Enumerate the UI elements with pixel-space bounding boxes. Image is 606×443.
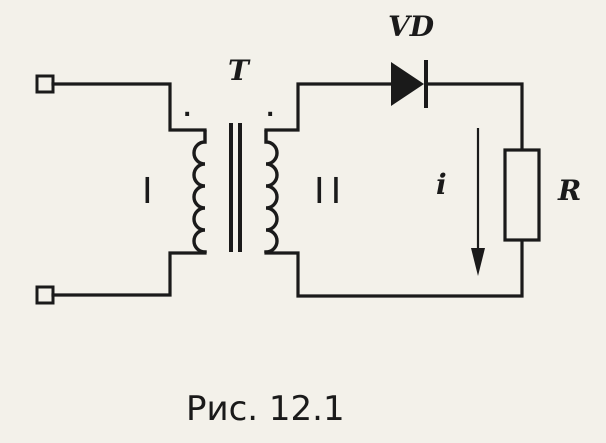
diode-triangle — [391, 62, 424, 106]
transformer-label: T — [228, 54, 251, 87]
resistor — [503, 148, 541, 242]
secondary-winding-label: II — [314, 171, 347, 212]
secondary-wire-top — [264, 82, 392, 132]
input-terminal-bottom — [35, 285, 55, 305]
diode-to-resistor-wire — [425, 82, 524, 152]
input-terminal-top — [35, 74, 55, 94]
resistor-return-wire — [264, 238, 524, 298]
current-arrow-head — [471, 248, 485, 276]
current-label: i — [436, 168, 447, 201]
primary-winding-label: I — [142, 171, 153, 212]
primary-wire-top — [51, 82, 207, 132]
diode-label: VD — [388, 10, 435, 43]
primary-polarity-dot: . — [183, 97, 191, 122]
secondary-polarity-dot: . — [266, 97, 274, 122]
secondary-coil — [264, 130, 279, 254]
resistor-label: R — [557, 174, 581, 207]
primary-wire-bottom — [51, 251, 207, 297]
figure-caption: Рис. 12.1 — [186, 389, 345, 429]
primary-coil — [192, 130, 207, 254]
